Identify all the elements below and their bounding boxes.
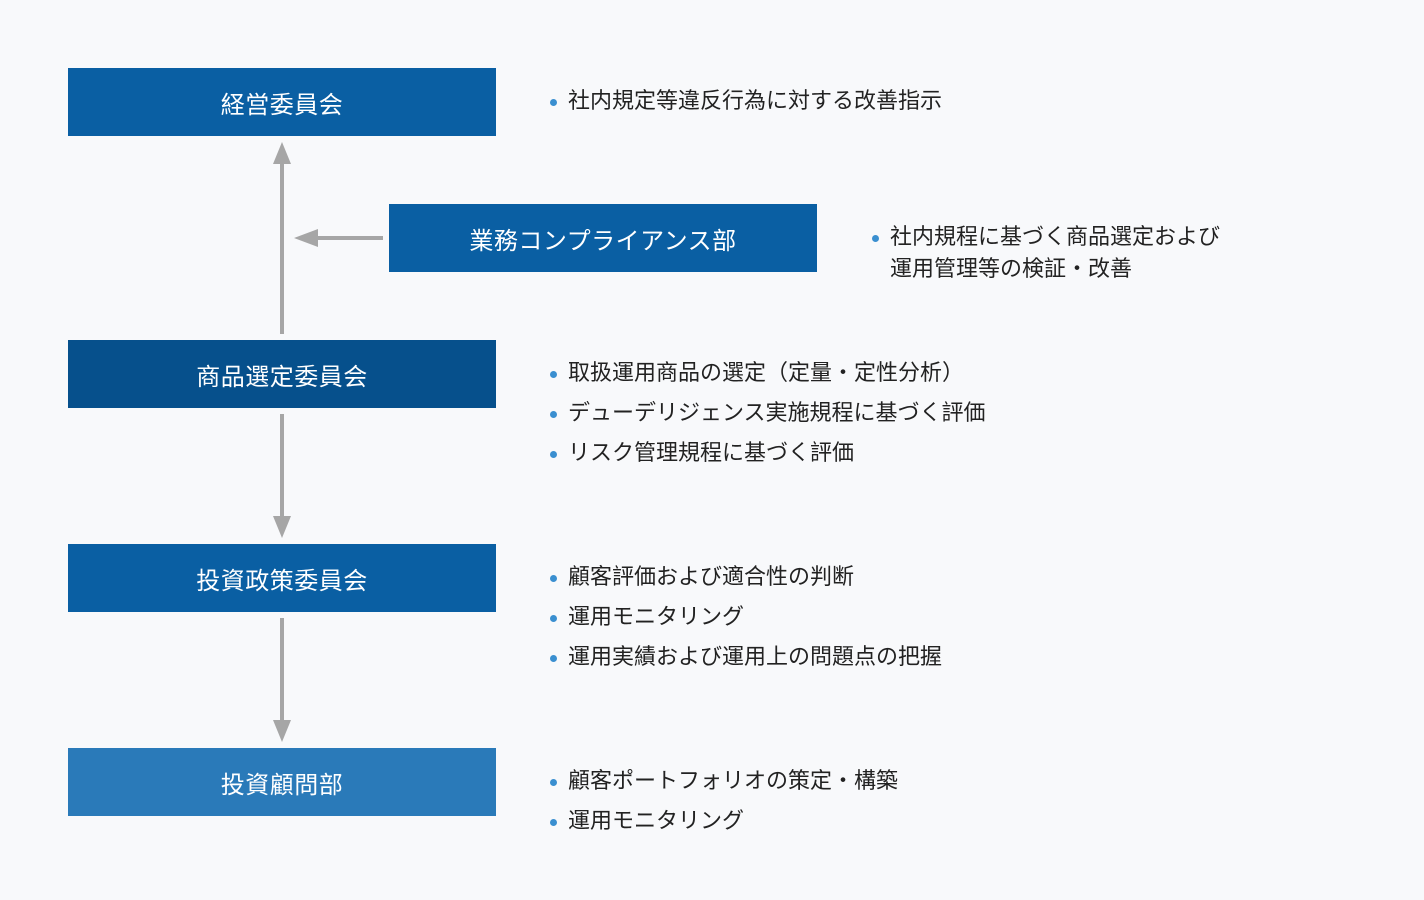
list-item-text: 運用モニタリング — [568, 605, 745, 630]
box-investment-advisory-department: 投資顧問部 — [68, 748, 496, 816]
bullet-icon — [550, 655, 557, 662]
list-item: 社内規定等違反行為に対する改善指示 — [550, 82, 942, 122]
bullet-icon — [550, 371, 557, 378]
list-item-text: リスク管理規程に基づく評価 — [568, 441, 855, 466]
list-item-text-line-2: 運用管理等の検証・改善 — [890, 257, 1133, 282]
list-item-text: デューデリジェンス実施規程に基づく評価 — [568, 401, 986, 426]
box-management-committee: 経営委員会 — [68, 68, 496, 136]
bullet-icon — [550, 779, 557, 786]
list-item-text: 社内規定等違反行為に対する改善指示 — [568, 89, 943, 114]
list-item: 顧客評価および適合性の判断 — [550, 558, 942, 598]
list-item-text: 取扱運用商品の選定（定量・定性分析） — [568, 361, 965, 386]
list-item-text-line-1: 社内規程に基づく商品選定および — [890, 225, 1221, 250]
bullet-icon — [550, 819, 557, 826]
list-item: 運用実績および運用上の問題点の把握 — [550, 638, 942, 678]
box-investment-policy-committee: 投資政策委員会 — [68, 544, 496, 612]
arrow-shohin-to-toshi — [273, 414, 291, 538]
list-item-text: 顧客ポートフォリオの策定・構築 — [568, 769, 899, 794]
list-item: デューデリジェンス実施規程に基づく評価 — [550, 394, 986, 434]
list-compliance-department: 社内規程に基づく商品選定および 運用管理等の検証・改善 — [872, 222, 1220, 286]
list-product-selection-committee: 取扱運用商品の選定（定量・定性分析） デューデリジェンス実施規程に基づく評価 リ… — [550, 354, 986, 474]
box-product-selection-committee: 商品選定委員会 — [68, 340, 496, 408]
list-item-text: 顧客評価および適合性の判断 — [568, 565, 855, 590]
bullet-icon — [550, 99, 557, 106]
list-item: リスク管理規程に基づく評価 — [550, 434, 986, 474]
arrow-toshi-to-komon — [273, 618, 291, 742]
bullet-icon — [550, 575, 557, 582]
arrow-shohin-to-keiei — [273, 142, 291, 334]
list-item: 運用モニタリング — [550, 598, 942, 638]
bullet-icon — [872, 235, 879, 242]
list-item-text: 運用モニタリング — [568, 809, 745, 834]
list-item: 顧客ポートフォリオの策定・構築 — [550, 762, 898, 802]
bullet-icon — [550, 451, 557, 458]
list-investment-policy-committee: 顧客評価および適合性の判断 運用モニタリング 運用実績および運用上の問題点の把握 — [550, 558, 942, 678]
list-management-committee: 社内規定等違反行為に対する改善指示 — [550, 82, 942, 122]
bullet-icon — [550, 411, 557, 418]
list-item: 取扱運用商品の選定（定量・定性分析） — [550, 354, 986, 394]
box-compliance-department: 業務コンプライアンス部 — [389, 204, 817, 272]
list-investment-advisory-department: 顧客ポートフォリオの策定・構築 運用モニタリング — [550, 762, 898, 842]
arrow-gyomu-to-line — [294, 229, 383, 247]
list-item: 運用モニタリング — [550, 802, 898, 842]
bullet-icon — [550, 615, 557, 622]
list-item-text: 運用実績および運用上の問題点の把握 — [568, 645, 943, 670]
